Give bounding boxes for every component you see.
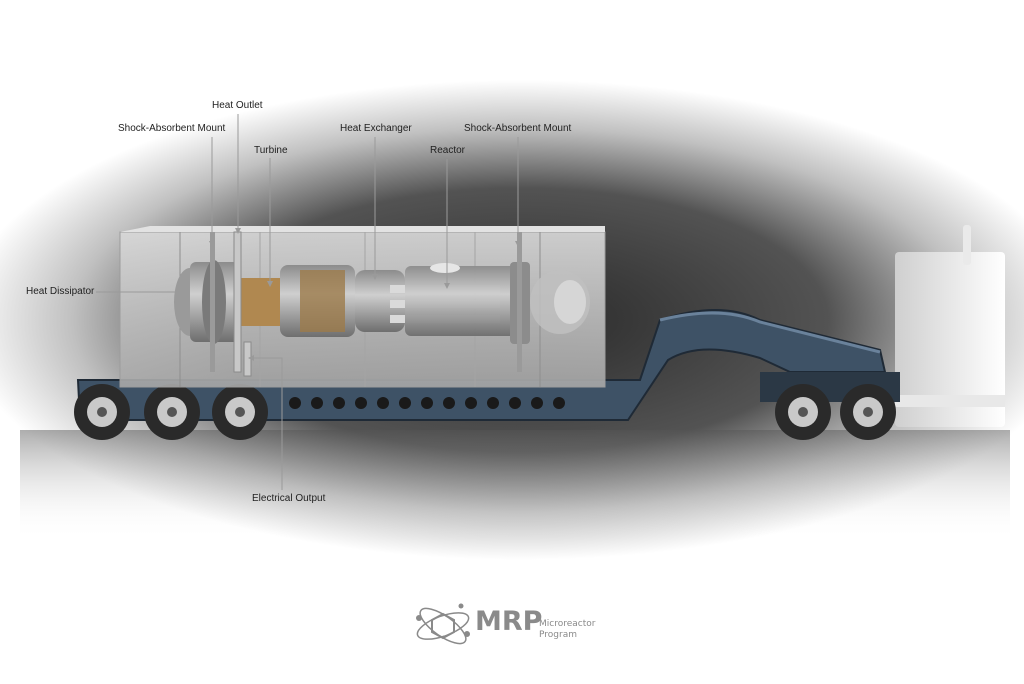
wheel (144, 384, 200, 440)
wheels (74, 384, 896, 440)
floor-shadow (20, 430, 1010, 540)
turbine-part (240, 265, 355, 337)
trailer-hole (487, 397, 499, 409)
label-reactor: Reactor (430, 145, 466, 156)
trailer-holes (289, 397, 565, 409)
reactor-part (405, 262, 590, 344)
trailer-hole (377, 397, 389, 409)
heat-dissipator-part (174, 260, 240, 344)
trailer-hole (355, 397, 367, 409)
trailer-hole (553, 397, 565, 409)
label-electrical-output: Electrical Output (252, 493, 326, 504)
label-heat-dissipator: Heat Dissipator (26, 286, 95, 297)
trailer-hole (421, 397, 433, 409)
wheel (840, 384, 896, 440)
wheel (775, 384, 831, 440)
label-heat-exchanger: Heat Exchanger (340, 123, 412, 134)
label-shock-absorbent-mount-right: Shock-Absorbent Mount (464, 123, 572, 134)
trailer-hole (509, 397, 521, 409)
truck-cab (895, 225, 1005, 427)
trailer-hole (333, 397, 345, 409)
trailer-hole (443, 397, 455, 409)
trailer-hole (399, 397, 411, 409)
mounts (210, 232, 522, 372)
trailer-hole (531, 397, 543, 409)
wheel (74, 384, 130, 440)
trailer-hole (311, 397, 323, 409)
label-shock-absorbent-mount-left: Shock-Absorbent Mount (118, 123, 226, 134)
trailer-hole (289, 397, 301, 409)
label-turbine: Turbine (254, 145, 288, 156)
mrp-logo: MRP Microreactor Program (413, 600, 613, 652)
atom-logo-icon (416, 603, 470, 645)
leader-lines (96, 114, 519, 490)
logo-subtitle-line1: Microreactor (539, 619, 596, 629)
label-heat-outlet: Heat Outlet (212, 100, 263, 111)
logo-wordmark: MRP (475, 606, 543, 637)
leader-arrowheads (177, 228, 521, 361)
logo-subtitle-line2: Program (539, 630, 577, 640)
trailer-hole (465, 397, 477, 409)
wheel (212, 384, 268, 440)
